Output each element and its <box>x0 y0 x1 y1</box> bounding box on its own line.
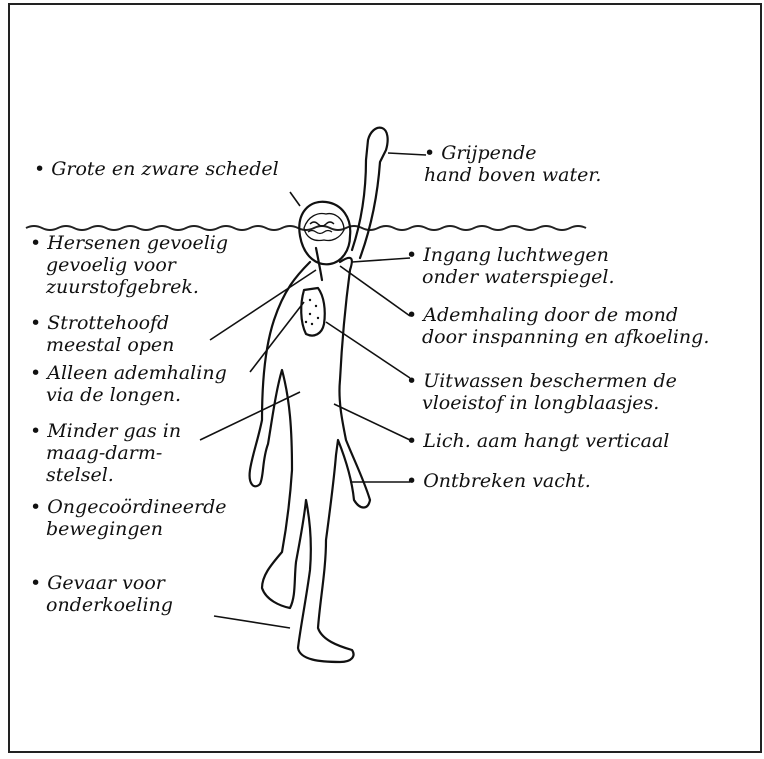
label-text: Grijpende <box>441 142 536 164</box>
label-text: Gevaar voor <box>47 572 165 594</box>
label-gas: • Minder gas in maag-darm- stelsel. <box>30 420 181 486</box>
label-text: maag-darm- <box>30 442 181 464</box>
bullet: • <box>30 362 41 384</box>
label-text: Hersenen gevoelig <box>47 232 228 254</box>
lungs <box>301 288 325 336</box>
label-text: zuurstofgebrek. <box>30 276 228 298</box>
human-figure <box>250 128 388 662</box>
label-text: vloeistof in longblaasjes. <box>406 392 677 414</box>
bullet: • <box>406 370 417 392</box>
water-surface <box>26 226 586 230</box>
label-text: Ingang luchtwegen <box>423 244 609 266</box>
label-text: onderkoeling <box>30 594 173 616</box>
label-text: Uitwassen beschermen de <box>423 370 677 392</box>
bullet: • <box>30 496 41 518</box>
bullet: • <box>30 420 41 442</box>
label-hypothermia: • Gevaar voor onderkoeling <box>30 572 173 616</box>
raised-arm <box>352 128 388 258</box>
label-mouth-breathing: • Ademhaling door de mond door inspanning… <box>406 304 709 348</box>
label-larynx: • Strottehoofd meestal open <box>30 312 174 356</box>
bullet: • <box>406 304 417 326</box>
label-text: meestal open <box>30 334 174 356</box>
label-movements: • Ongecoördineerde bewegingen <box>30 496 227 540</box>
label-airway: • Ingang luchtwegen onder waterspiegel. <box>406 244 615 288</box>
label-text: stelsel. <box>30 464 181 486</box>
label-text: Ongecoördineerde <box>47 496 226 518</box>
label-skull: • Grote en zware schedel <box>34 158 279 180</box>
label-no-fur: • Ontbreken vacht. <box>406 470 591 492</box>
label-text: door inspanning en afkoeling. <box>406 326 709 348</box>
label-text: hand boven water. <box>424 164 601 186</box>
body-outline <box>250 258 370 662</box>
lungs-dots <box>305 299 319 325</box>
bullet: • <box>424 142 435 164</box>
label-text: gevoelig voor <box>30 254 228 276</box>
label-text: Grote en zware schedel <box>51 158 278 180</box>
label-brain: • Hersenen gevoelig gevoelig voor zuursto… <box>30 232 228 298</box>
bullet: • <box>406 244 417 266</box>
label-text: Alleen ademhaling <box>47 362 227 384</box>
label-breathing: • Alleen ademhaling via de longen. <box>30 362 227 406</box>
label-text: Strottehoofd <box>47 312 169 334</box>
bullet: • <box>34 158 45 180</box>
label-hand: • Grijpende hand boven water. <box>424 142 601 186</box>
label-text: onder waterspiegel. <box>406 266 615 288</box>
label-text: via de longen. <box>30 384 227 406</box>
bullet: • <box>30 312 41 334</box>
bullet: • <box>30 232 41 254</box>
bullet: • <box>30 572 41 594</box>
label-vertical: • Lich. aam hangt verticaal <box>406 430 669 452</box>
label-text: Minder gas in <box>47 420 181 442</box>
label-text: Ontbreken vacht. <box>423 470 591 492</box>
label-text: Ademhaling door de mond <box>423 304 678 326</box>
bullet: • <box>406 470 417 492</box>
label-text: Lich. aam hangt verticaal <box>423 430 669 452</box>
label-text: bewegingen <box>30 518 227 540</box>
bullet: • <box>406 430 417 452</box>
label-alveoli: • Uitwassen beschermen de vloeistof in lo… <box>406 370 677 414</box>
